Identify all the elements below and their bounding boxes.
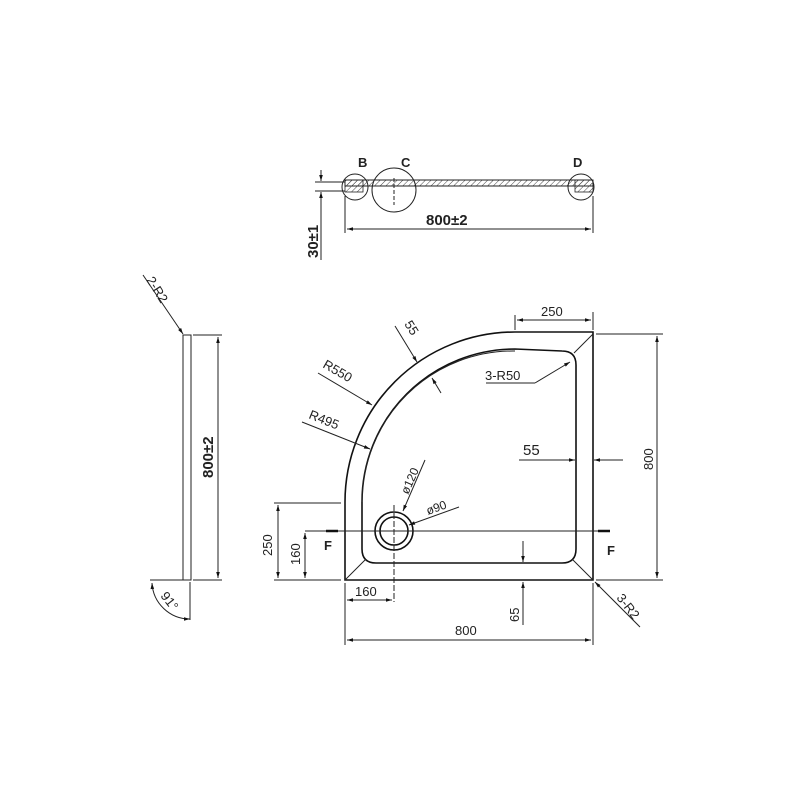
- detail-circle-c: [371, 167, 417, 213]
- depth-dim: 800: [641, 448, 656, 470]
- tray-side-profile: [182, 334, 192, 581]
- section-width-dim: 800±2: [426, 212, 468, 229]
- inner-corner-radius: 3-R50: [485, 368, 520, 383]
- left-straight-dim: 250: [260, 534, 275, 556]
- detail-circle-d: [567, 173, 595, 201]
- section-marker-right: F: [607, 543, 615, 558]
- drain-offset-x-dim: 160: [355, 584, 377, 599]
- label-b: B: [358, 155, 367, 170]
- outer-radius-label: R550: [321, 357, 355, 386]
- section-view: B C D 800±2 30±1: [305, 155, 595, 260]
- detail-circle-b: [341, 173, 369, 201]
- tray-basin: [361, 348, 577, 564]
- drain-offset-y-dim: 160: [288, 543, 303, 565]
- arc-rim-dim: 55: [401, 318, 421, 338]
- side-rim-dim: 55: [523, 442, 540, 459]
- side-length-dim: 800±2: [200, 436, 217, 478]
- top-straight-dim: 250: [541, 304, 563, 319]
- label-d: D: [573, 155, 582, 170]
- section-marker-left: F: [324, 538, 332, 553]
- drain-inner-dim: ø90: [424, 497, 449, 517]
- side-angle: 91°: [158, 589, 182, 614]
- tray-section: [344, 179, 594, 187]
- inner-radius-label: R495: [307, 407, 341, 433]
- tray-outline: [344, 331, 594, 581]
- side-view: 800±2 2-R2 91°: [142, 274, 222, 621]
- drain-outer-dim: ø120: [398, 465, 422, 496]
- label-c: C: [401, 155, 411, 170]
- bottom-rim-dim: 65: [507, 608, 522, 622]
- side-corner-radius: 2-R2: [143, 274, 171, 306]
- width-dim: 800: [455, 623, 477, 638]
- plan-view: F F 250 55 R550 R495 3-R50 55 800 ø120: [260, 304, 663, 645]
- outer-corner-radius: 3-R2: [614, 591, 643, 622]
- section-height-dim: 30±1: [305, 225, 322, 258]
